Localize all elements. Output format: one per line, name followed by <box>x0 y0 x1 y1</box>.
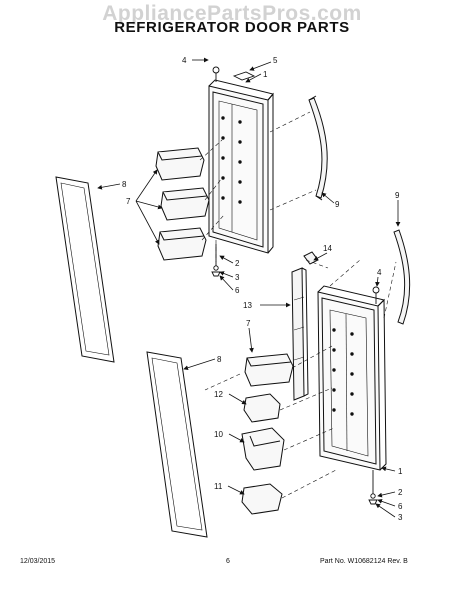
watermark-text: AppliancePartsPros.com <box>102 2 362 25</box>
upper-bottom-hinge-screws <box>211 244 221 277</box>
upper-door <box>208 79 274 254</box>
callout-numbers: 4 5 1 8 7 9 2 3 6 9 14 4 13 7 8 12 10 11… <box>122 56 403 522</box>
callout-13: 13 <box>243 301 252 310</box>
callout-8-lower: 8 <box>217 355 222 364</box>
center-flip-mullion <box>291 251 319 401</box>
page-title: REFRIGERATOR DOOR PARTS <box>114 19 350 36</box>
lower-alignment-lines <box>204 259 397 499</box>
callout-2-lower: 2 <box>398 488 403 497</box>
footer-date: 12/03/2015 <box>20 558 56 565</box>
lower-bottom-hinge-screws <box>368 286 380 505</box>
callout-leaders <box>97 57 401 518</box>
callout-8-upper: 8 <box>122 180 127 189</box>
callout-7-lower: 7 <box>246 319 251 328</box>
callout-14: 14 <box>323 244 332 253</box>
upper-door-bins <box>155 147 210 261</box>
callout-6-lower: 6 <box>398 502 403 511</box>
callout-6-upper: 6 <box>235 286 240 295</box>
lower-door <box>317 285 387 471</box>
callout-10: 10 <box>214 430 223 439</box>
lower-door-bins <box>241 353 294 515</box>
upper-door-gasket <box>55 176 115 363</box>
top-hinge-part <box>212 66 256 82</box>
callout-2-upper: 2 <box>235 259 240 268</box>
lower-handle <box>393 229 411 325</box>
callout-5: 5 <box>273 56 278 65</box>
callout-3-upper: 3 <box>235 273 240 282</box>
upper-handle <box>308 95 328 201</box>
callout-1-lower: 1 <box>398 467 403 476</box>
footer-part-number: Part No. W10682124 Rev. B <box>320 558 408 565</box>
callout-11: 11 <box>214 482 223 491</box>
callout-12: 12 <box>214 390 223 399</box>
callout-4-lower: 4 <box>377 268 382 277</box>
callout-9-upper: 9 <box>335 200 340 209</box>
callout-1-upper: 1 <box>263 70 268 79</box>
callout-7-upper: 7 <box>126 197 131 206</box>
callout-3-lower: 3 <box>398 513 403 522</box>
footer-page-number: 6 <box>226 558 230 565</box>
callout-4-upper: 4 <box>182 56 187 65</box>
lower-door-gasket <box>146 351 208 538</box>
callout-9-lower: 9 <box>395 191 400 200</box>
